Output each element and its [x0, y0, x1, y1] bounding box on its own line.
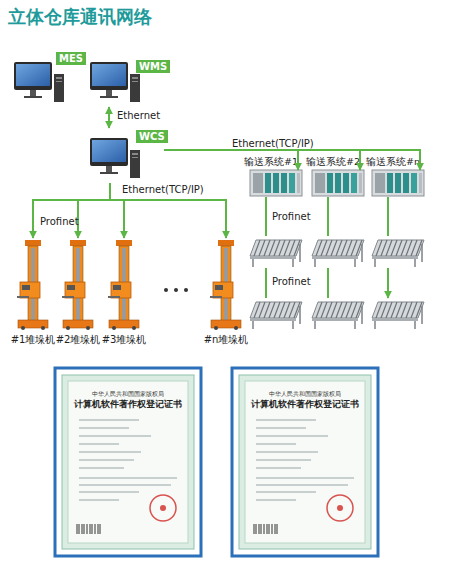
computer-node: WCS	[86, 128, 164, 183]
plc-rack	[312, 170, 364, 196]
roller-conveyor	[372, 302, 424, 329]
network-link	[108, 107, 110, 128]
network-link	[78, 183, 110, 238]
stacker-crane	[62, 240, 93, 330]
roller-conveyor	[250, 240, 302, 267]
certificate-title: 计算机软件著作权登记证书	[55, 399, 201, 410]
computer-icon	[14, 62, 64, 102]
stacker-crane	[17, 240, 48, 330]
link-label: Ethernet	[117, 110, 160, 122]
certificate-authority: 中华人民共和国国家版权局	[55, 390, 201, 398]
certificate-node: 中华人民共和国国家版权局计算机软件著作权登记证书	[232, 368, 378, 556]
network-label: Profinet	[40, 216, 79, 228]
conveyor-system-label: 输送系统#n	[366, 156, 420, 168]
stacker-node: #3堆垛机	[98, 238, 150, 346]
network-label: Profinet	[272, 211, 311, 223]
system-tag: MES	[56, 52, 86, 65]
roller-conveyor	[250, 302, 302, 329]
network-link	[164, 150, 420, 170]
plc-rack	[250, 170, 302, 196]
roller-conveyor	[372, 240, 424, 267]
system-tag: WCS	[136, 130, 168, 143]
network-link	[110, 183, 226, 238]
ellipsis-dot	[164, 288, 168, 292]
certificate-authority: 中华人民共和国国家版权局	[232, 390, 378, 398]
ellipsis-dot	[174, 288, 178, 292]
certificate-frame	[232, 368, 378, 556]
network-link	[33, 183, 110, 238]
roller-conveyor	[312, 302, 364, 329]
network-label: Profinet	[272, 276, 311, 288]
computer-node: WMS	[86, 56, 164, 107]
certificate-frame	[55, 368, 201, 556]
certificate-title: 计算机软件著作权登记证书	[232, 399, 378, 410]
stacker-node: #n堆垛机	[200, 238, 252, 346]
conveyor-system-label: 输送系统#2	[306, 156, 360, 168]
conveyor-system-node: 输送系统#2	[312, 170, 364, 196]
stacker-label: #3堆垛机	[86, 334, 162, 346]
network-label: Ethernet(TCP/IP)	[232, 138, 314, 150]
network-label: Ethernet(TCP/IP)	[122, 184, 204, 196]
network-link	[164, 150, 298, 170]
conveyor-system-label: 输送系统#1	[244, 156, 298, 168]
certificate-node: 中华人民共和国国家版权局计算机软件著作权登记证书	[55, 368, 201, 556]
network-link	[164, 150, 360, 170]
stacker-crane	[210, 240, 241, 330]
title: 立体仓库通讯网络	[8, 5, 152, 29]
computer-node: MES	[10, 52, 82, 104]
stacker-node: #1堆垛机	[7, 238, 59, 346]
stacker-label: #n堆垛机	[188, 334, 264, 346]
profinet-arrow	[266, 197, 388, 298]
stacker-crane	[108, 240, 139, 330]
ellipsis-dot	[184, 288, 188, 292]
stacker-node: #2堆垛机	[52, 238, 104, 346]
conveyor-system-node: 输送系统#n	[372, 170, 424, 196]
computer-icon	[90, 138, 140, 178]
roller-conveyor	[312, 240, 364, 267]
plc-rack	[372, 170, 424, 196]
system-tag: WMS	[136, 60, 170, 73]
computer-icon	[90, 62, 140, 102]
conveyor-system-node: 输送系统#1	[250, 170, 302, 196]
network-link	[110, 183, 124, 238]
